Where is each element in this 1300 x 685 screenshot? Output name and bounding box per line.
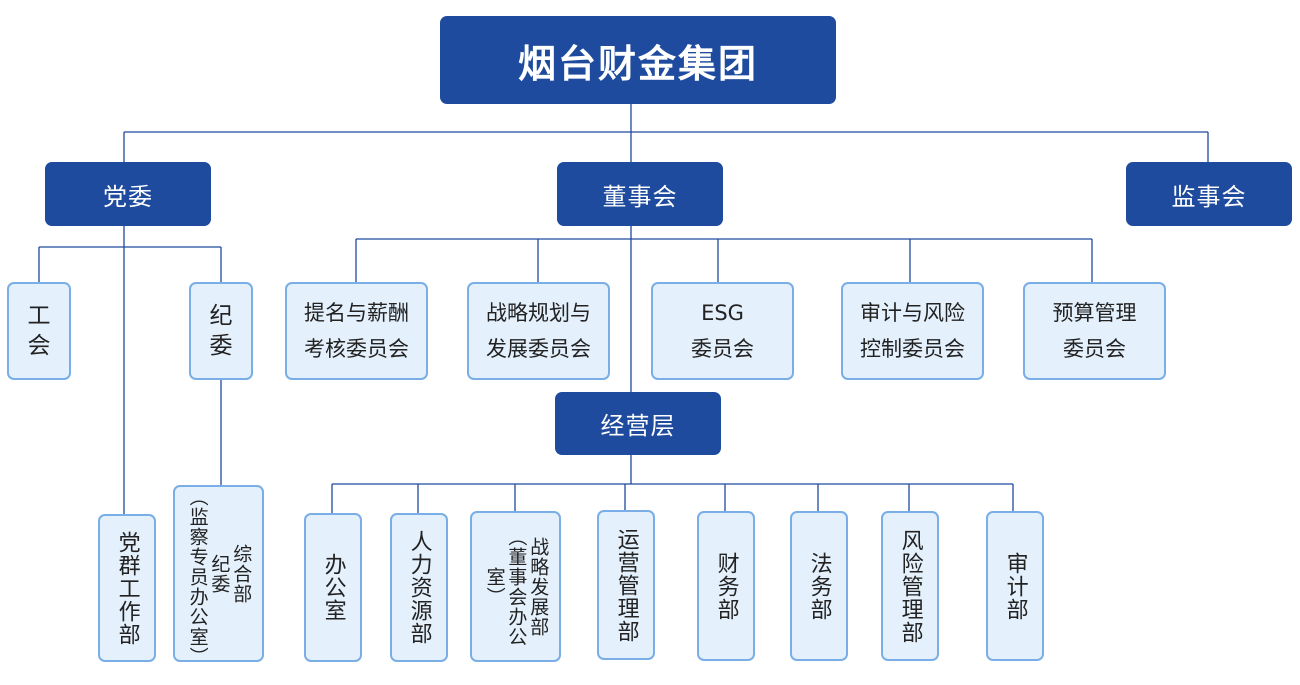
department-node: 法务部 (790, 511, 848, 661)
root-node: 烟台财金集团 (440, 16, 836, 104)
board-node: 董事会 (557, 162, 723, 226)
party-committee-node: 党委 (45, 162, 211, 226)
discipline-office-node: 综合部 纪委 （监察专员办公室） (173, 485, 264, 667)
party-work-dept-node: 党群工作部 (98, 514, 156, 662)
department-node: 财务部 (697, 511, 755, 661)
department-node: 运营管理部 (597, 510, 655, 660)
department-node: 风险管理部 (881, 511, 939, 661)
department-node: 战略发展部 （董事会办公室） (470, 511, 561, 662)
board-committee: 预算管理 委员会 (1023, 282, 1166, 380)
management-node: 经营层 (555, 392, 721, 455)
department-node: 办公室 (304, 513, 362, 662)
board-committee: ESG 委员会 (651, 282, 794, 380)
board-committee: 审计与风险 控制委员会 (841, 282, 984, 380)
department-node: 审计部 (986, 511, 1044, 661)
board-committee: 提名与薪酬 考核委员会 (285, 282, 428, 380)
department-node: 人力资源部 (390, 513, 448, 662)
discipline-committee-node: 纪 委 (189, 282, 253, 380)
union-node: 工 会 (7, 282, 71, 380)
supervisory-board-node: 监事会 (1126, 162, 1292, 226)
board-committee: 战略规划与 发展委员会 (467, 282, 610, 380)
